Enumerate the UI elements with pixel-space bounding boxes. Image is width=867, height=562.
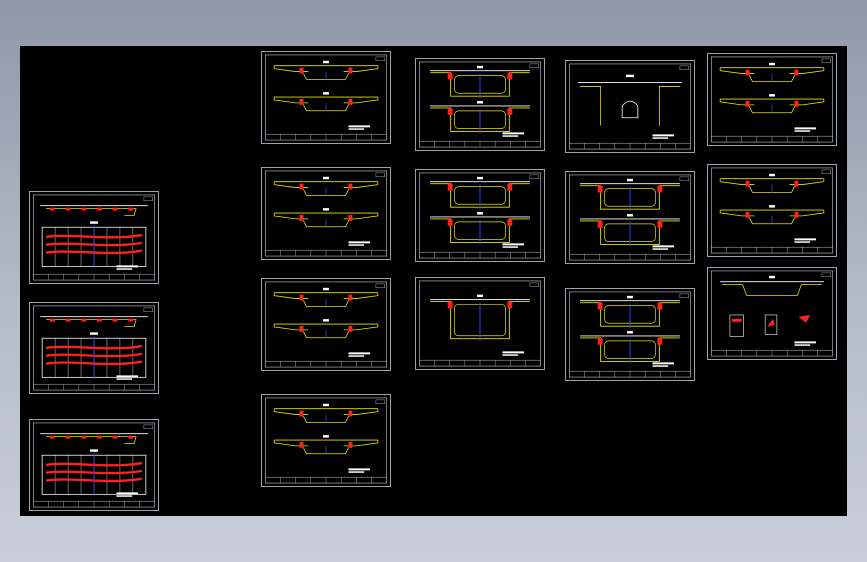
note-block — [794, 238, 817, 241]
pier-section — [578, 74, 682, 126]
note-block — [794, 341, 817, 344]
deck-section — [719, 173, 825, 193]
box-girder-section — [430, 65, 530, 99]
note-block — [116, 265, 139, 268]
sheet-graphic — [419, 172, 541, 259]
box-girder-section — [580, 331, 680, 364]
deck-section — [273, 435, 379, 455]
drawing-sheet-14[interactable] — [707, 53, 837, 146]
sheet-graphic — [569, 291, 691, 378]
sheet-graphic — [419, 61, 541, 148]
note-block — [348, 125, 371, 128]
note-block — [794, 127, 817, 130]
sheet-graphic — [569, 63, 691, 150]
girder-elevation — [40, 316, 148, 380]
girder-elevation — [40, 205, 148, 269]
box-girder-section — [580, 214, 680, 247]
note-block — [652, 245, 675, 248]
sheet-graphic — [265, 54, 387, 141]
box-girder-section — [580, 178, 680, 212]
note-block — [348, 352, 371, 355]
box-girder-section — [430, 294, 530, 341]
sheet-graphic — [33, 305, 155, 391]
box-girder-section — [430, 212, 530, 245]
drawing-sheet-16[interactable] — [707, 267, 837, 360]
note-block — [652, 362, 675, 365]
deck-section — [719, 94, 825, 114]
note-block — [116, 492, 139, 495]
drawing-sheet-11[interactable] — [565, 60, 695, 153]
sheet-graphic — [711, 56, 833, 143]
deck-section — [273, 176, 379, 196]
sheet-graphic — [419, 280, 541, 367]
deck-section — [273, 319, 379, 339]
note-block — [116, 375, 139, 378]
deck-section — [719, 62, 825, 82]
note-block — [652, 134, 675, 137]
deck-section — [273, 208, 379, 228]
sheet-graphic — [265, 397, 387, 484]
note-block — [502, 351, 525, 354]
drawing-sheet-12[interactable] — [565, 171, 695, 264]
detail-drawings — [720, 275, 824, 337]
deck-section — [719, 205, 825, 225]
drawing-sheet-9[interactable] — [415, 169, 545, 262]
drawing-sheet-6[interactable] — [261, 278, 391, 371]
box-girder-section — [580, 295, 680, 329]
drawing-sheet-4[interactable] — [261, 51, 391, 144]
drawing-sheet-3[interactable] — [29, 419, 159, 511]
sheet-graphic — [711, 167, 833, 254]
drawing-sheet-8[interactable] — [415, 58, 545, 151]
drawing-sheet-10[interactable] — [415, 277, 545, 370]
note-block — [348, 241, 371, 244]
sheet-graphic — [33, 194, 155, 281]
sheet-graphic — [265, 170, 387, 257]
deck-section — [273, 60, 379, 80]
girder-elevation — [40, 433, 148, 497]
deck-section — [273, 287, 379, 307]
drawing-sheet-15[interactable] — [707, 164, 837, 257]
deck-section — [273, 92, 379, 112]
box-girder-section — [430, 176, 530, 210]
sheet-graphic — [711, 270, 833, 357]
drawing-sheet-5[interactable] — [261, 167, 391, 260]
drawing-sheet-7[interactable] — [261, 394, 391, 487]
sheet-graphic — [33, 422, 155, 508]
note-block — [348, 468, 371, 471]
drawing-sheet-2[interactable] — [29, 302, 159, 394]
drawing-sheet-1[interactable] — [29, 191, 159, 284]
note-block — [502, 132, 525, 135]
drawing-canvas[interactable] — [20, 46, 847, 516]
sheet-graphic — [569, 174, 691, 261]
deck-section — [273, 403, 379, 423]
sheet-graphic — [265, 281, 387, 368]
drawing-sheet-13[interactable] — [565, 288, 695, 381]
note-block — [502, 243, 525, 246]
box-girder-section — [430, 101, 530, 134]
